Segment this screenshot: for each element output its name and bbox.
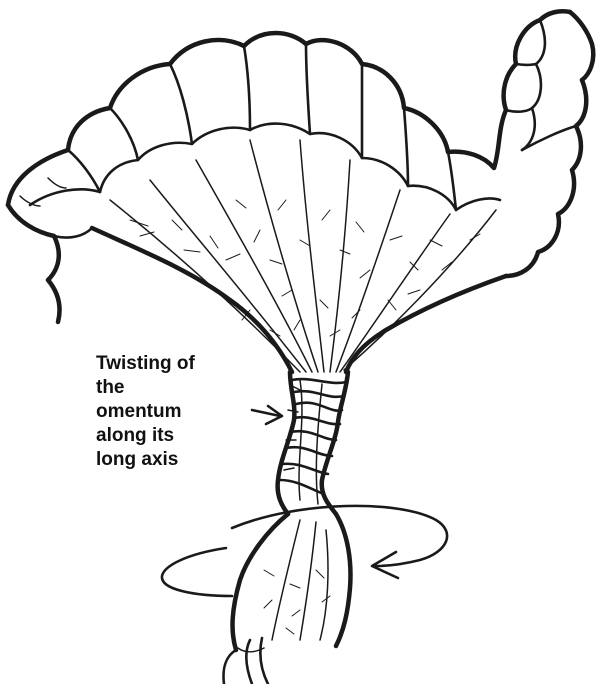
omental-vessels: [110, 140, 496, 372]
twisted-pedicle: [278, 372, 348, 514]
colon-right-end: [570, 12, 593, 80]
distal-omentum-left: [233, 514, 288, 650]
haustral-fold: [244, 46, 250, 130]
omentum-tail: [260, 638, 268, 684]
descending-colon-left: [8, 205, 60, 322]
descending-colon-left-inner: [54, 228, 92, 238]
rotation-arrow-front: [162, 548, 232, 596]
haustral-fold: [110, 108, 138, 160]
distal-omentum-vessels: [264, 520, 330, 640]
annotation-line: the: [96, 376, 246, 400]
haustral-fold: [522, 126, 576, 150]
haustral-fold: [170, 64, 192, 144]
haustral-fold: [506, 108, 532, 112]
haustral-fold: [306, 44, 310, 134]
annotation-line: along its: [96, 424, 246, 448]
omentum-tail: [224, 650, 237, 684]
ascending-colon-inner: [522, 20, 545, 150]
annotation-line: long axis: [96, 448, 246, 472]
omentum-tail: [246, 640, 252, 684]
distal-omentum-right: [336, 514, 350, 646]
haustral-fold: [68, 150, 100, 192]
omentum-left-edge: [92, 228, 292, 372]
haustral-fold: [516, 64, 536, 65]
torsion-annotation: Twisting of the omentum along its long a…: [96, 352, 246, 472]
haustral-fold: [404, 108, 408, 186]
annotation-line: omentum: [96, 400, 246, 424]
annotation-line: Twisting of: [96, 352, 246, 376]
ascending-colon-outer: [506, 80, 586, 276]
